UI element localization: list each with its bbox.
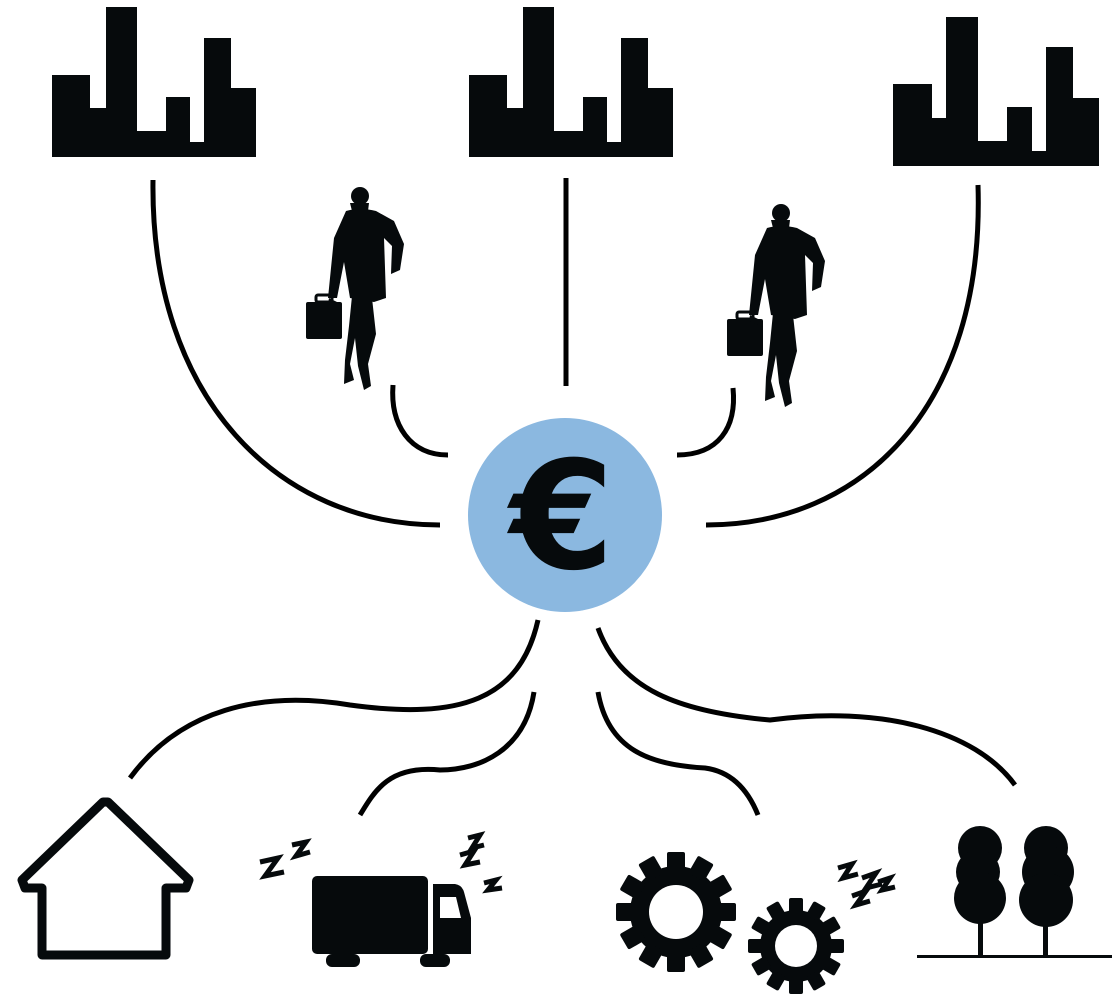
city-skyline-icon — [52, 7, 256, 157]
gears-icon — [616, 852, 897, 994]
euro-icon: € — [507, 430, 614, 604]
connector-gears — [595, 691, 761, 816]
connector-truck — [357, 691, 537, 817]
connector-left-skyline — [150, 179, 441, 528]
hub-circle — [468, 418, 662, 612]
delivery-truck-icon — [259, 831, 503, 967]
connector-right-skyline — [705, 184, 981, 528]
businessman-icon — [725, 202, 827, 409]
top-connectors — [150, 178, 981, 528]
bottom-connectors — [127, 619, 1018, 817]
connector-trees — [595, 627, 1018, 787]
city-skyline-icon — [469, 7, 673, 157]
house-icon — [17, 797, 194, 960]
trees-icon — [917, 826, 1112, 958]
connector-left-businessman — [390, 384, 449, 458]
connector-right-businessman — [676, 387, 737, 458]
connector-house — [127, 619, 541, 780]
city-skyline-icon — [893, 17, 1099, 166]
businessman-icon — [304, 185, 406, 392]
currency-hub: € — [468, 418, 662, 612]
